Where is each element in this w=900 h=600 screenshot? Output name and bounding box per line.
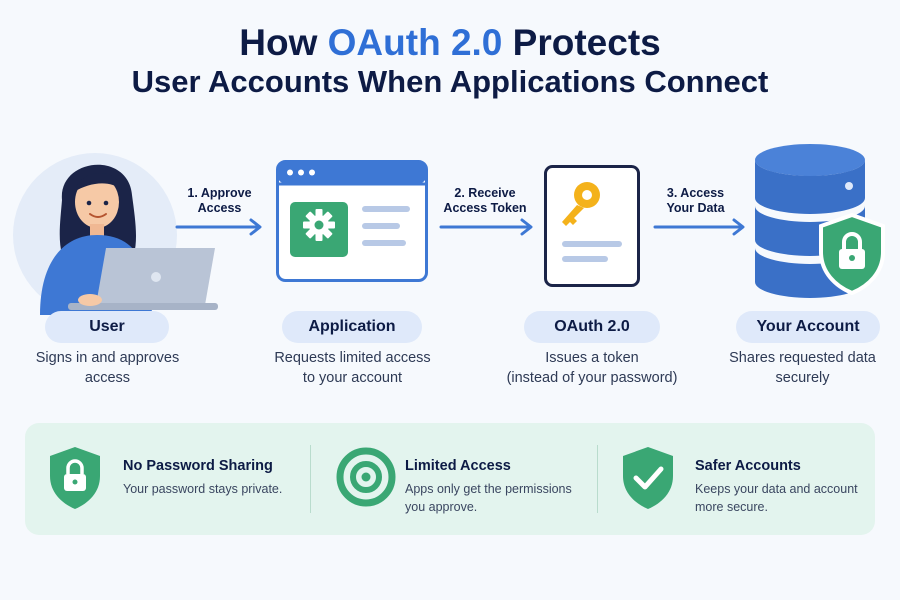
target-icon: [336, 447, 396, 507]
step-label-2: 2. Receive Access Token: [435, 186, 535, 216]
benefit-title-3: Safer Accounts: [695, 458, 801, 474]
benefit-text-3: Keeps your data and account more secure.: [695, 480, 865, 516]
benefit-text-1: Your password stays private.: [123, 480, 313, 498]
node-desc-account: Shares requested data securely: [705, 348, 900, 388]
node-desc-oauth-line1: Issues a token: [545, 350, 639, 366]
key-document-icon: [544, 165, 640, 287]
arrow-2: [439, 218, 533, 236]
benefit-text-3-line1: Keeps your data and account: [695, 482, 858, 496]
step-1-line2: Access: [197, 201, 242, 215]
step-label-3: 3. Access Your Data: [648, 186, 743, 216]
title-suffix: Protects: [502, 22, 661, 63]
benefit-text-1-line1: Your password stays private.: [123, 482, 283, 496]
lock-shield-icon: [50, 447, 100, 509]
benefit-text-2-line1: Apps only get the permissions: [405, 482, 572, 496]
benefit-text-2-line2: you approve.: [405, 500, 478, 514]
step-1-line1: 1. Approve: [187, 186, 252, 200]
benefit-title-2: Limited Access: [405, 458, 511, 474]
benefit-text-3-line2: more secure.: [695, 500, 768, 514]
step-3-line1: 3. Access: [666, 186, 725, 200]
title-accent: OAuth 2.0: [327, 22, 503, 63]
node-desc-application-line1: Requests limited access: [274, 350, 431, 366]
node-desc-user: Signs in and approves access: [5, 348, 210, 388]
step-2-line2: Access Token: [443, 201, 527, 215]
title-prefix: How: [239, 22, 328, 63]
node-desc-application: Requests limited access to your account: [250, 348, 455, 388]
gear-icon: [303, 209, 335, 241]
step-3-line2: Your Data: [666, 201, 725, 215]
step-label-1: 1. Approve Access: [172, 186, 267, 216]
node-desc-application-line2: to your account: [302, 370, 403, 386]
node-desc-account-line1: Shares requested data: [729, 350, 876, 366]
node-pill-account: Your Account: [736, 311, 880, 343]
node-desc-account-line2: securely: [775, 370, 830, 386]
benefit-title-1: No Password Sharing: [123, 458, 273, 474]
check-shield-icon: [623, 447, 673, 509]
app-window-icon: [276, 160, 428, 282]
node-pill-user: User: [45, 311, 169, 343]
benefits-panel: No Password Sharing Your password stays …: [25, 423, 875, 535]
node-pill-oauth: OAuth 2.0: [524, 311, 660, 343]
node-desc-user-line1: Signs in and approves: [35, 350, 180, 366]
node-desc-oauth-line2: (instead of your password): [506, 370, 678, 386]
benefit-divider: [597, 445, 598, 513]
benefit-text-2: Apps only get the permissions you approv…: [405, 480, 605, 516]
arrow-3: [653, 218, 745, 236]
benefit-divider: [310, 445, 311, 513]
user-laptop-icon: [13, 153, 218, 315]
page-title: How OAuth 2.0 Protects: [0, 22, 900, 64]
node-desc-user-line2: access: [84, 370, 131, 386]
page-subtitle: User Accounts When Applications Connect: [131, 64, 769, 99]
step-2-line1: 2. Receive: [454, 186, 516, 200]
node-desc-oauth: Issues a token (instead of your password…: [487, 348, 697, 388]
arrow-1: [175, 218, 262, 236]
node-pill-application: Application: [282, 311, 422, 343]
lock-shield-icon: [819, 212, 885, 296]
